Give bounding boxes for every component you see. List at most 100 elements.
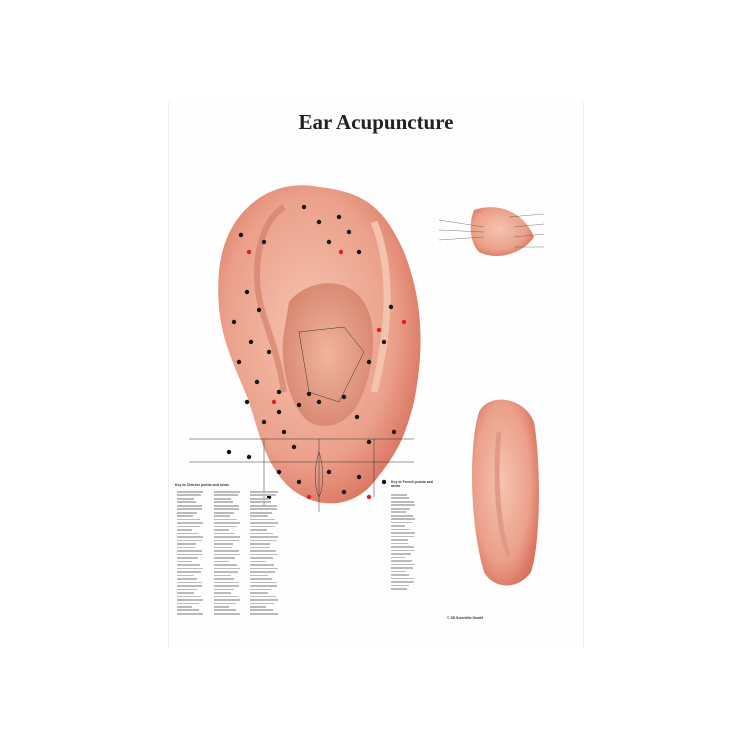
key-entry [250, 536, 278, 538]
key-entry [214, 609, 236, 612]
acupuncture-point [296, 479, 302, 485]
key-entry [177, 588, 197, 591]
key-entry [177, 532, 199, 535]
key-entry [177, 595, 201, 598]
acupuncture-point [236, 359, 242, 365]
key-entry [177, 585, 203, 587]
key-entry [214, 602, 237, 605]
key-entry [250, 553, 278, 556]
key-entry [391, 521, 413, 524]
acupuncture-point [326, 469, 332, 475]
key-entry [250, 592, 269, 594]
key-entry [391, 507, 410, 510]
acupuncture-point [226, 449, 232, 455]
key-entry [250, 581, 278, 584]
key-entry [177, 550, 202, 552]
key-entry [177, 511, 198, 514]
key-entry [214, 553, 240, 556]
key-entry [177, 515, 194, 517]
key-entry [214, 578, 235, 580]
acupuncture-point [281, 429, 287, 435]
acupuncture-point [244, 289, 250, 295]
key-entry [250, 612, 278, 615]
key-entry [177, 605, 192, 608]
key-entry [214, 595, 238, 598]
chinese-key-list-3 [250, 491, 278, 616]
chinese-key-heading: Key to Chinese points and areas [175, 483, 230, 487]
key-entry [214, 546, 233, 549]
key-entry [214, 567, 240, 570]
key-entry [391, 525, 406, 527]
key-entry [177, 546, 196, 549]
acupuncture-point [261, 419, 267, 425]
key-entry [250, 504, 277, 507]
key-entry [177, 494, 202, 497]
key-entry [214, 536, 240, 538]
key-entry [391, 539, 409, 541]
key-entry [391, 535, 414, 538]
acupuncture-point [346, 229, 352, 235]
side-ear [472, 399, 539, 586]
key-entry [214, 518, 238, 521]
acupuncture-point [291, 444, 297, 450]
key-entry [177, 553, 203, 556]
french-key-list [391, 494, 415, 592]
key-entry [250, 609, 274, 612]
key-entry [214, 515, 231, 517]
acupuncture-point [366, 439, 372, 445]
acupuncture-point [366, 359, 372, 365]
acupuncture-point [341, 489, 347, 495]
publisher-logo: © 3B Scientific GmbH [447, 616, 484, 620]
key-entry [177, 522, 203, 524]
key-entry [250, 539, 277, 542]
ear-acupuncture-poster: Ear Acupuncture [168, 102, 584, 648]
key-entry [214, 501, 234, 504]
key-entry [177, 539, 202, 542]
ear-illustrations [189, 185, 545, 586]
key-entry [250, 599, 278, 601]
acupuncture-point [316, 399, 322, 405]
key-entry [214, 592, 232, 594]
key-entry [214, 585, 240, 587]
key-entry [391, 546, 414, 548]
key-entry [177, 497, 195, 500]
key-entry [177, 567, 203, 570]
key-entry [177, 518, 201, 521]
key-entry [391, 511, 406, 514]
key-entry [177, 612, 203, 615]
key-entry [177, 592, 195, 594]
key-entry [177, 574, 194, 577]
key-entry [214, 543, 233, 545]
acupuncture-point [276, 389, 282, 395]
key-entry [250, 578, 272, 580]
key-entry [250, 543, 270, 545]
key-entry [214, 571, 238, 573]
key-entry [250, 497, 269, 500]
acupuncture-point [356, 474, 362, 480]
key-entry [214, 522, 240, 524]
key-entry [250, 508, 278, 511]
key-entry [214, 497, 232, 500]
key-entry [214, 605, 229, 608]
key-entry [214, 588, 234, 591]
key-entry [214, 560, 230, 563]
key-entry [391, 514, 413, 517]
key-entry [391, 556, 405, 559]
key-entry [214, 508, 240, 511]
ear-cross-section-inset [438, 207, 545, 257]
key-entry [391, 577, 415, 580]
acupuncture-point [316, 219, 322, 225]
key-entry [214, 557, 236, 559]
key-entry [214, 525, 237, 528]
key-entry [250, 574, 268, 577]
helix-fold [253, 204, 287, 393]
acupuncture-point [381, 479, 387, 485]
key-entry [214, 494, 239, 497]
key-entry [250, 595, 276, 598]
key-entry [250, 515, 268, 517]
key-entry [391, 532, 415, 534]
acupuncture-point [388, 304, 394, 310]
key-entry [250, 602, 274, 605]
key-entry [250, 529, 267, 531]
key-entry [250, 585, 278, 587]
